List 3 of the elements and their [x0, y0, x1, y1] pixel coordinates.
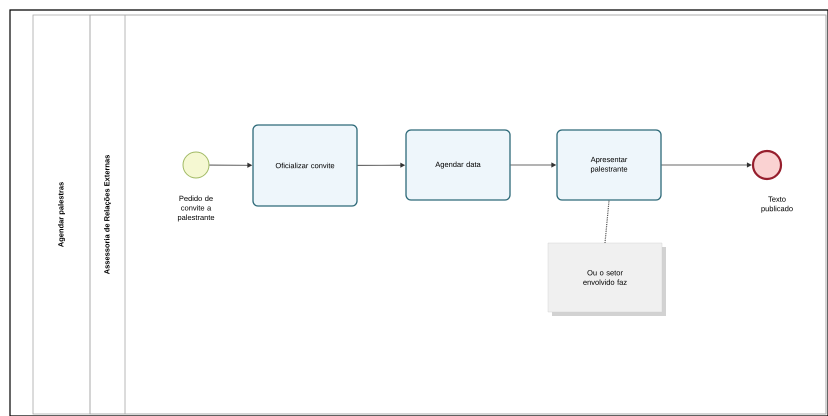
end-event-circle [752, 150, 782, 180]
association-line [604, 200, 610, 243]
start-event-circle [182, 152, 210, 178]
